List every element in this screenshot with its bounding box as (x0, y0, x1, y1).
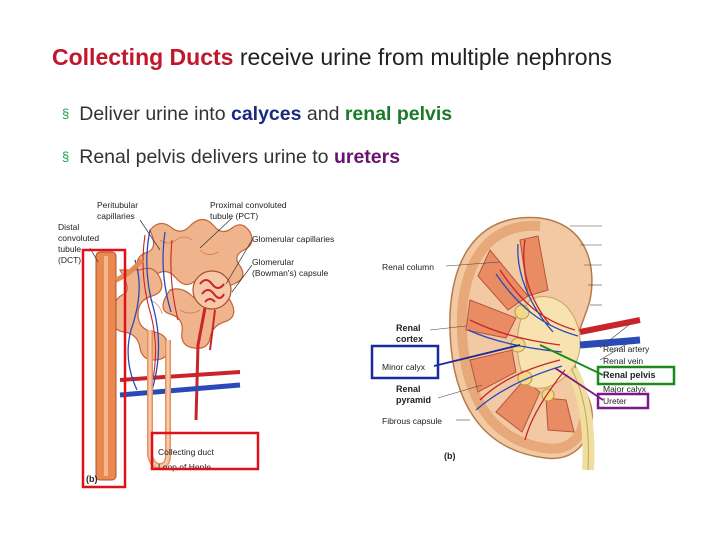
label-dct-4: (DCT) (58, 255, 81, 265)
label-peritubular-2: capillaries (97, 211, 135, 221)
label-renal-pyramid-1: Renal (396, 384, 421, 394)
bullet-2: § Renal pelvis delivers urine to ureters (62, 146, 400, 169)
label-ureter: Ureter (603, 396, 627, 406)
bullet-1-text-a: Deliver urine into (79, 103, 231, 125)
label-collecting-duct: Collecting duct (158, 447, 214, 457)
label-renal-cortex-2: cortex (396, 334, 423, 344)
bullet-1-text-b: and (301, 103, 345, 125)
label-renal-pelvis: Renal pelvis (603, 370, 656, 380)
label-glomerular-capsule-1: Glomerular (252, 257, 294, 267)
label-major-calyx: Major calyx (603, 384, 647, 394)
label-fibrous-capsule: Fibrous capsule (382, 416, 442, 426)
label-renal-pyramid-2: pyramid (396, 395, 431, 405)
label-renal-column: Renal column (382, 262, 434, 272)
label-glomerular-capillaries: Glomerular capillaries (252, 234, 334, 244)
label-nephron-panel: (b) (86, 474, 98, 484)
kidney-section-illustration: Renal column Renal cortex Minor calyx Re… (370, 216, 676, 471)
label-dct-3: tubule (58, 244, 81, 254)
minor-calyx-highlight-box (370, 344, 440, 380)
bullet-marker: § (62, 149, 70, 164)
bullet-1-calyces: calyces (230, 103, 302, 125)
label-renal-artery: Renal artery (603, 344, 650, 354)
label-pct-1: Proximal convoluted (210, 200, 287, 210)
title-rest: receive urine from multiple nephrons (233, 44, 612, 70)
collecting-duct-label-highlight-box (150, 431, 260, 471)
renal-pelvis-highlight-box (596, 365, 676, 386)
label-glomerular-capsule-2: (Bowman's) capsule (252, 268, 329, 278)
bullet-2-ureters: ureters (333, 146, 401, 168)
ureter-highlight-box (596, 392, 650, 410)
label-renal-cortex-1: Renal (396, 323, 421, 333)
label-dct-1: Distal (58, 222, 79, 232)
label-pct-2: tubule (PCT) (210, 211, 258, 221)
label-loop-of-henle: Loop of Henle (158, 462, 211, 472)
collecting-duct-highlight-box (81, 248, 127, 489)
label-minor-calyx: Minor calyx (382, 362, 426, 372)
bullet-marker: § (62, 106, 70, 121)
title-highlight: Collecting Ducts (52, 44, 234, 70)
bullet-2-text-a: Renal pelvis delivers urine to (79, 146, 334, 168)
label-peritubular-1: Peritubular (97, 200, 138, 210)
slide-title: Collecting Ducts receive urine from mult… (52, 44, 692, 71)
label-dct-2: convoluted (58, 233, 99, 243)
bullet-1-renal-pelvis: renal pelvis (344, 103, 453, 125)
nephron-illustration: Peritubular capillaries Proximal convolu… (58, 200, 334, 489)
bullet-1: § Deliver urine into calyces and renal pe… (62, 103, 452, 126)
label-renal-vein: Renal vein (603, 356, 643, 366)
label-kidney-panel: (b) (444, 451, 456, 461)
